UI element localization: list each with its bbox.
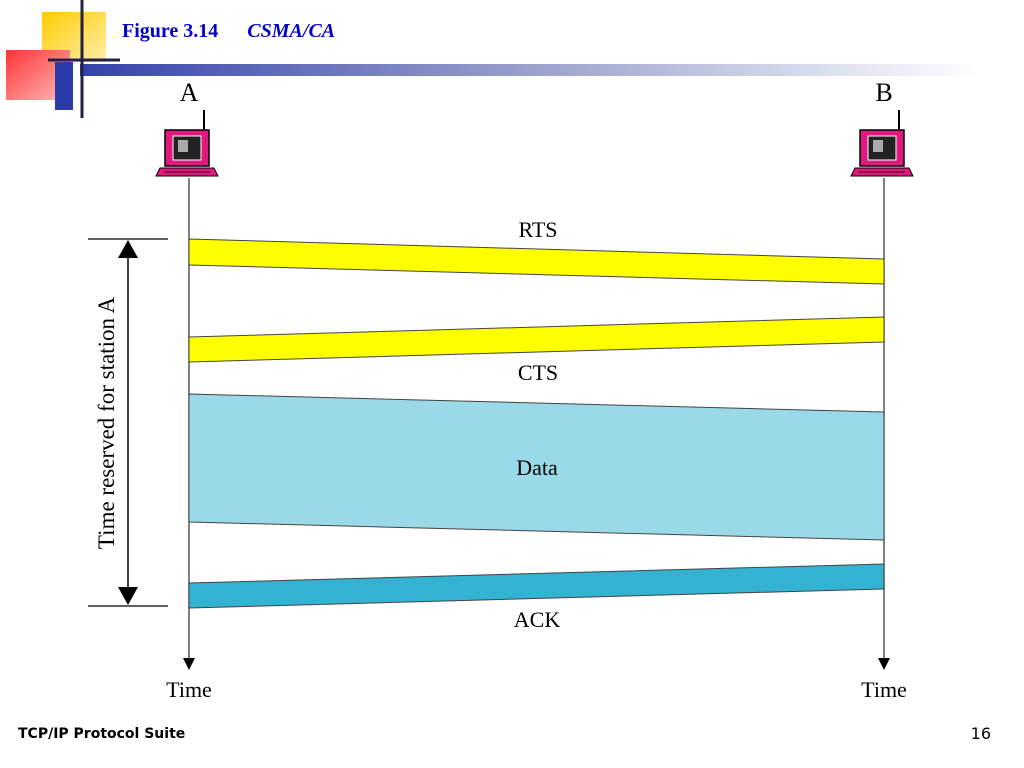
- reserved-arrow-up-icon: [118, 240, 138, 258]
- corner-decoration: [6, 0, 980, 118]
- deco-blue-gradient-bar: [80, 64, 980, 76]
- figure-number: Figure 3.14: [122, 20, 219, 42]
- cts-label: CTS: [518, 360, 558, 385]
- timeline-a-arrow: [183, 658, 195, 670]
- data-frame: [188, 393, 885, 541]
- footer-course-title: TCP/IP Protocol Suite: [18, 726, 186, 742]
- ack-label: ACK: [514, 607, 561, 632]
- reserved-label: Time reserved for station A: [94, 297, 119, 550]
- timeline-b-arrow: [878, 658, 890, 670]
- slide-title: Figure 3.14 CSMA/CA: [122, 20, 335, 46]
- station-b-label: B: [875, 78, 892, 107]
- rts-frame: [188, 238, 885, 285]
- cts-frame: [188, 316, 885, 363]
- data-label: Data: [516, 455, 558, 480]
- page-number: 16: [970, 724, 991, 743]
- figure-title: CSMA/CA: [247, 20, 336, 42]
- rts-label: RTS: [518, 217, 557, 242]
- time-label-b: Time: [861, 677, 907, 702]
- computer-icon: [155, 110, 219, 177]
- reserved-arrow-down-icon: [118, 587, 138, 605]
- time-label-a: Time: [166, 677, 212, 702]
- computer-icon: [850, 110, 914, 177]
- deco-blue-block: [55, 62, 73, 110]
- ack-frame: [188, 563, 885, 609]
- station-a-label: A: [180, 78, 199, 107]
